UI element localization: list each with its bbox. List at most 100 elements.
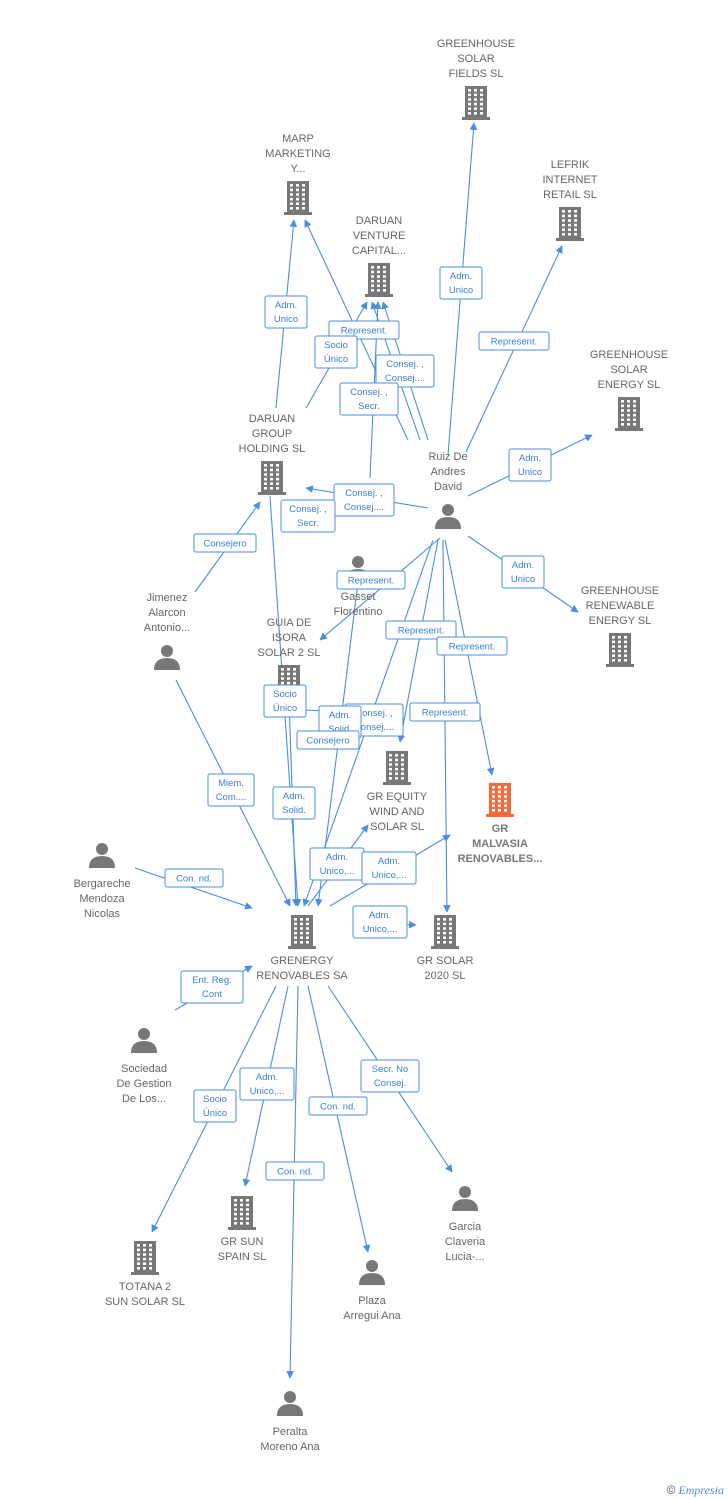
edge-label[interactable]: Con. nd. <box>265 1161 325 1181</box>
node-garcia[interactable]: GarciaClaveriaLucia-... <box>445 1186 486 1263</box>
edge-label[interactable]: Adm. Solid. <box>272 786 316 820</box>
edge-label[interactable]: Represent. <box>436 636 508 656</box>
edge-label[interactable]: Adm. Unico <box>264 295 308 329</box>
building-icon <box>131 1241 159 1275</box>
edge-label-box <box>385 620 457 640</box>
edge-label[interactable]: Ent. Reg.Cont <box>180 970 244 1004</box>
edge-label[interactable]: Adm.Unico,... <box>352 905 408 939</box>
node-label-line: Alarcon <box>148 607 185 619</box>
edge-label-text: Adm. <box>378 856 400 867</box>
node-gr-malvasia[interactable]: GRMALVASIARENOVABLES... <box>458 783 543 865</box>
edge-label[interactable]: Consejero <box>296 730 360 750</box>
building-icon <box>556 207 584 241</box>
relation-edge <box>307 985 371 1253</box>
node-label-line: Lucia-... <box>445 1251 484 1263</box>
node-label-line: GRENERGY <box>271 955 335 967</box>
edge-label[interactable]: Consejero <box>193 533 257 553</box>
edge-label-box <box>308 1096 368 1116</box>
edge-label-box <box>508 448 552 482</box>
edge-label[interactable]: Adm.Unico,... <box>239 1067 295 1101</box>
relation-edge <box>397 539 439 743</box>
person-icon <box>131 1028 157 1053</box>
edges-layer <box>134 122 593 1379</box>
edge-label[interactable]: Consej. ,Consej.... <box>333 483 395 517</box>
edge-label-text: Consej. , <box>345 488 383 499</box>
edge-label[interactable]: Represent. <box>328 320 400 340</box>
node-label-line: 2020 SL <box>425 970 466 982</box>
edge-label-text: Miem. <box>218 778 244 789</box>
edge-label[interactable]: Consej. ,Consej.... <box>375 354 435 388</box>
edge-label-box <box>265 1161 325 1181</box>
relation-edge <box>134 867 253 910</box>
edge-label-box <box>314 335 358 369</box>
edge-label-text: Adm. <box>275 300 297 311</box>
edge-label-box <box>409 702 481 722</box>
node-label-line: Bergareche <box>74 878 131 890</box>
edge-label-text: Con. nd. <box>320 1102 356 1113</box>
edge-label-text: Con. nd. <box>277 1167 313 1178</box>
edge-label[interactable]: Represent. <box>478 331 550 351</box>
node-marp[interactable]: MARPMARKETINGY... <box>265 133 331 215</box>
edge-label[interactable]: Adm.Solid. <box>318 705 362 739</box>
edge-label-text: Represent. <box>422 708 468 719</box>
node-label-line: Plaza <box>358 1295 386 1307</box>
building-icon <box>228 1196 256 1230</box>
relation-edge <box>286 985 299 1379</box>
edge-label[interactable]: Adm.Unico <box>439 266 483 300</box>
edge-label[interactable]: Adm.Unico <box>501 555 545 589</box>
edge-label[interactable]: Con. nd. <box>308 1096 368 1116</box>
edge-label-text: Unico,... <box>372 870 407 881</box>
edge-label[interactable]: Adm.Unico <box>508 448 552 482</box>
edge-label[interactable]: Consej. ,Secr. <box>339 382 399 416</box>
edge-label-text: Unico <box>274 314 298 325</box>
edge-label-box <box>272 786 316 820</box>
edge-label-text: Consej.... <box>354 722 394 733</box>
node-label-line: Florentino <box>334 606 383 618</box>
relation-edge <box>442 539 451 913</box>
node-label-line: Sociedad <box>121 1063 167 1075</box>
edge-label-text: Unico,... <box>250 1086 285 1097</box>
node-label-line: MARP <box>282 133 314 145</box>
node-label-line: LEFRIK <box>551 159 590 171</box>
edge-label[interactable]: Represent. <box>336 570 406 590</box>
edge-label[interactable]: Represent. <box>385 620 457 640</box>
edge-label-text: Solid. <box>282 805 306 816</box>
edge-label[interactable]: Represent. <box>409 702 481 722</box>
edge-label-text: Adm. <box>450 271 472 282</box>
edge-label[interactable]: Con. nd. <box>164 868 224 888</box>
edge-label-text: Ent. Reg. <box>192 975 232 986</box>
node-label-line: Nicolas <box>84 908 121 920</box>
node-label-line: Antonio... <box>144 622 190 634</box>
edge-label-text: Represent. <box>398 626 444 637</box>
node-jimenez[interactable]: JimenezAlarconAntonio... <box>144 592 190 670</box>
edge-label-text: Socio <box>203 1094 227 1105</box>
edge-label[interactable]: Adm.Unico,... <box>309 847 365 881</box>
node-daruan-venture[interactable]: DARUANVENTURECAPITAL... <box>352 215 406 297</box>
edge-label-text: Adm. <box>283 791 305 802</box>
edge-label[interactable]: Miem.Com.... <box>207 773 255 807</box>
node-label-line: De Los... <box>122 1093 166 1105</box>
edge-label[interactable]: Consej. ,Secr. <box>280 499 336 533</box>
edge-label[interactable]: Adm. Unico,... <box>361 851 417 885</box>
footer-brand[interactable]: © Empresia <box>667 1483 724 1498</box>
edge-label-box <box>436 636 508 656</box>
